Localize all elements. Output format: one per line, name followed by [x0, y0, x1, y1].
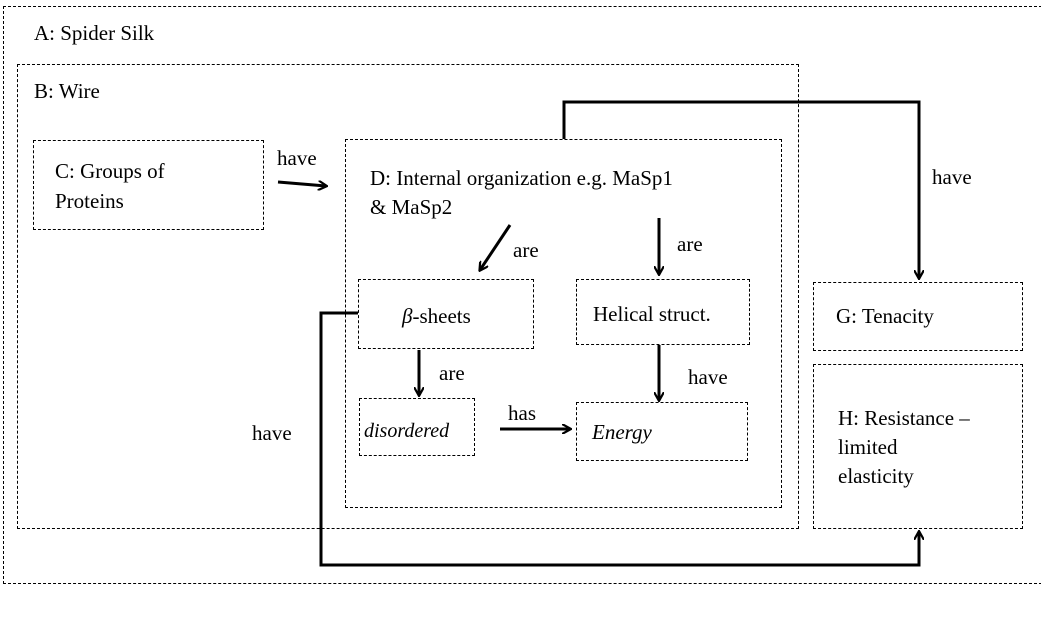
node-energy: [576, 402, 748, 461]
node-b-label: B: Wire: [34, 79, 100, 103]
beta-sheets-text: -sheets: [412, 304, 471, 328]
node-d-internal-organization: [345, 139, 782, 508]
node-energy-label: Energy: [592, 420, 652, 444]
edge-label-d-to-g: have: [932, 165, 972, 189]
edge-label-beta-to-h: have: [252, 421, 292, 445]
node-g-tenacity: [813, 282, 1023, 351]
edge-d-to-g: [562, 100, 919, 278]
node-a-label: A: Spider Silk: [34, 21, 155, 45]
beta-symbol: β: [402, 304, 413, 328]
node-d-label-line2: & MaSp2: [370, 195, 453, 219]
edge-d-to-beta: [480, 224, 512, 270]
edge-beta-to-h: [319, 311, 919, 567]
node-h-label-line1: H: Resistance –: [838, 406, 970, 430]
node-b-wire: [17, 64, 799, 529]
node-disordered-label: disordered: [364, 420, 450, 442]
node-c-label-line2: Proteins: [55, 189, 124, 213]
node-c-groups-of-proteins: [33, 140, 264, 230]
node-helical-struct: [576, 279, 750, 345]
edge-label-d-to-helical: are: [677, 232, 703, 256]
node-beta-sheets: [358, 279, 534, 349]
node-helical-label: Helical struct.: [593, 302, 711, 326]
node-disordered: [359, 398, 475, 456]
edge-c-to-d: [277, 182, 326, 186]
node-d-label-line1: D: Internal organization e.g. MaSp1: [370, 166, 673, 190]
node-a-spider-silk: [3, 6, 1041, 584]
edge-label-disordered-to-energy: has: [508, 401, 536, 425]
node-h-label-line2: limited: [838, 435, 898, 459]
node-g-label: G: Tenacity: [836, 304, 934, 328]
node-beta-sheets-label: β-sheets: [402, 301, 471, 331]
node-h-label-line3: elasticity: [838, 464, 914, 488]
node-c-label-line1: C: Groups of: [55, 159, 165, 183]
edge-label-beta-to-disordered: are: [439, 361, 465, 385]
edge-label-d-to-beta: are: [513, 238, 539, 262]
edge-label-helical-to-energy: have: [688, 365, 728, 389]
edge-label-c-to-d: have: [277, 146, 317, 170]
node-h-resistance: [813, 364, 1023, 529]
